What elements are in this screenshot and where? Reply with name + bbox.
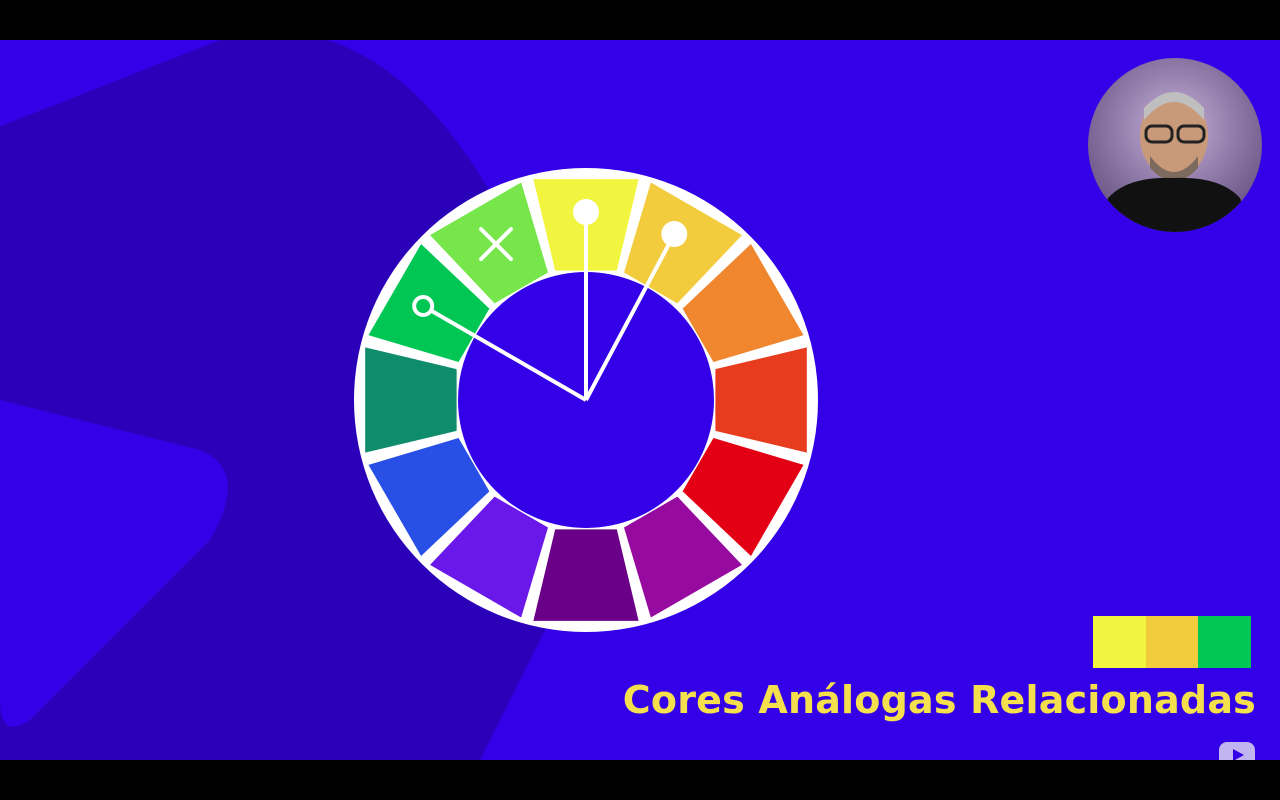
wheel-segment-blue [368,437,490,556]
palette-swatch [1145,616,1199,668]
slide-title: Cores Análogas Relacionadas [622,678,1256,722]
presenter-silhouette [1098,92,1252,232]
wheel-segment-red-violet [623,496,742,618]
wheel-segment-red [682,437,804,556]
selector-line-green [422,304,588,402]
wheel-segment-orange [682,244,804,363]
presenter-webcam [1088,58,1262,232]
wheel-segment-red-orange [715,347,807,453]
selector-line-yellow-orange [584,233,677,401]
color-wheel [354,168,818,632]
play-logo-icon[interactable] [1218,740,1256,760]
selector-handle-green[interactable] [412,295,435,317]
background-arrow [0,400,228,727]
wheel-segment-blue-green [365,347,457,453]
letterbox-top [0,0,1280,40]
excluded-x-icon [479,227,513,262]
palette-swatch [1093,616,1146,668]
selector-handle-yellow-orange[interactable] [661,221,688,248]
wheel-segment-violet [533,529,639,621]
video-frame[interactable]: Cores Análogas Relacionadas [0,40,1280,760]
analogous-palette [1093,616,1252,668]
palette-swatch [1198,616,1252,668]
wheel-segment-blue-violet [430,496,549,618]
letterbox-bottom [0,760,1280,800]
selector-handle-yellow[interactable] [573,199,599,225]
wheel-segment-yellow-green [430,182,549,304]
